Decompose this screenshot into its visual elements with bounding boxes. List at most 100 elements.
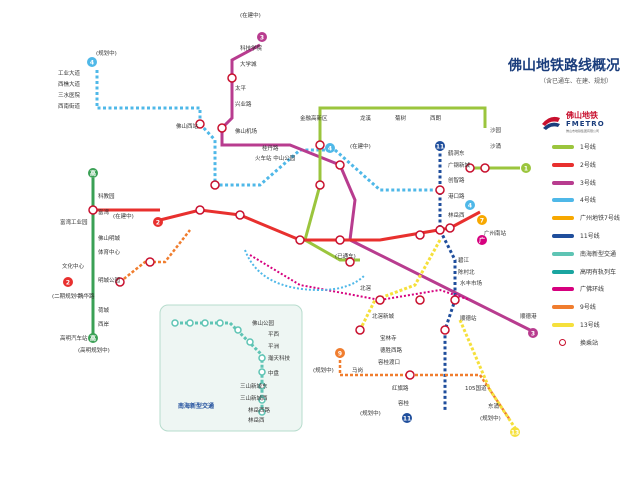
station-label: 沙园 [490,127,502,134]
line11-route [438,148,457,410]
station-label: (规划中) [96,49,117,57]
station-label: 文化中心 [62,262,85,270]
legend-item: 4号线 [552,193,637,211]
legend-label: 南海新型交通 [580,250,617,258]
svg-text:3: 3 [260,35,264,42]
station-label: 工业大道 [58,69,81,77]
svg-text:4: 4 [328,146,332,153]
legend-label: 13号线 [580,321,600,329]
svg-text:9: 9 [338,351,342,358]
svg-text:林岳西: 林岳西 [248,416,265,424]
svg-text:高: 高 [90,335,96,343]
station-label: 容桂渡口 [378,358,400,366]
svg-text:1: 1 [524,166,528,173]
badge-line9: 9 [335,348,345,358]
legend-swatch [552,216,574,221]
station-label: 高明汽车站 [60,334,88,342]
line4-route-ext [198,122,330,187]
legend-item: 广州地铁7号线 [552,211,637,229]
station-label: 宝林寺 [380,334,397,342]
legend-label: 9号线 [580,304,596,312]
svg-text:佛山公园: 佛山公园 [252,319,275,327]
line9-south [338,355,512,421]
badge-line13: 13 [510,427,520,437]
legend-swatch [552,145,574,149]
station-label: (高明规划中) [78,346,110,354]
legend-label: 广佛环线 [580,286,605,294]
station-label: 陈村北 [458,268,475,276]
svg-text:三山新城东: 三山新城东 [240,382,268,390]
legend-label: 1号线 [580,144,596,151]
line13-south [458,319,517,429]
station-label: 火车站 中山公园 [255,154,296,162]
station-label: 林岳西 [448,211,465,219]
svg-text:11: 11 [403,416,411,423]
line3-route-s [338,164,531,332]
station-label: 西朗 [430,114,442,122]
station-label: 三水医院 [58,91,81,99]
svg-text:7: 7 [480,218,484,225]
svg-text:3: 3 [531,331,535,338]
svg-text:中盘: 中盘 [268,369,280,377]
station-label: 金融高新区 [300,114,328,122]
station-label: 佛山明城 [98,234,121,242]
badge-line4-mid: 4 [325,143,335,153]
badge-line3: 3 [257,32,267,42]
badge-gaoming-s: 高 [88,333,98,343]
nanhai-panel [159,304,303,432]
badge-gf: 广 [477,235,487,245]
station-label: 容桂 [398,399,410,407]
transfer-stations [88,73,490,380]
station-label: 体育中心 [98,248,121,256]
legend-label: 高明有轨列车 [580,268,617,276]
station-labels: 工业大道 西樵大道 三水医院 西南街道 科技学院 大学城 太平 兴业路 佛山西站… [52,11,537,422]
badge-line4-e: 4 [465,200,475,210]
legend-item: 13号线 [552,318,637,336]
badge-line7: 7 [477,215,487,225]
station-label: 菊树 [395,114,407,122]
station-label: (在建中) [350,142,371,150]
station-label: 佛山机场 [235,127,258,135]
badge-gaoming: 高 [88,168,98,178]
line2-route [159,208,481,242]
legend-label: 4号线 [580,197,596,205]
legend-item: 南海新型交通 [552,247,637,265]
badge-line2b: 2 [63,277,73,287]
svg-text:4: 4 [468,203,472,210]
legend-item: 11号线 [552,229,637,247]
station-label: 北滘新城 [372,312,395,320]
legend-swatch [552,180,574,185]
page-subtitle: （含已通车、在建、规划） [540,78,613,85]
station-label: 北滘 [360,284,372,292]
legend-swatch [552,198,574,203]
station-label: 西岸 [98,321,110,328]
svg-text:平西: 平西 [268,331,280,338]
svg-text:瀚天科技: 瀚天科技 [268,354,291,362]
svg-text:4: 4 [90,60,94,67]
logo-cn: 佛山地铁 [566,111,598,120]
station-label: 创智路 [448,176,465,184]
svg-text:三山新城西: 三山新城西 [240,394,268,402]
station-label: 广州南站 [484,229,507,237]
station-label: 西南街道 [58,102,81,110]
legend-item: 9号线 [552,300,637,318]
transfer-station-icon [559,338,566,346]
svg-text:林岳西路: 林岳西路 [248,406,271,414]
station-label: (二期规划中) [52,292,84,300]
badge-line4: 4 [87,57,97,67]
station-label: 龙溪 [360,114,372,122]
badge-line1: 1 [521,163,531,173]
svg-text:2: 2 [66,280,70,287]
station-label: 德胜西路 [380,346,403,354]
station-label: 科技学院 [240,44,263,52]
legend-swatch [552,322,574,327]
legend-item: 广佛环线 [552,282,637,300]
blue-loop [244,249,366,292]
svg-text:高: 高 [90,170,96,178]
legend-swatch [552,287,574,292]
station-label: 佛山西站 [176,122,199,130]
station-label: 跃华路 [78,292,95,300]
station-label: (规划中) [480,414,501,422]
